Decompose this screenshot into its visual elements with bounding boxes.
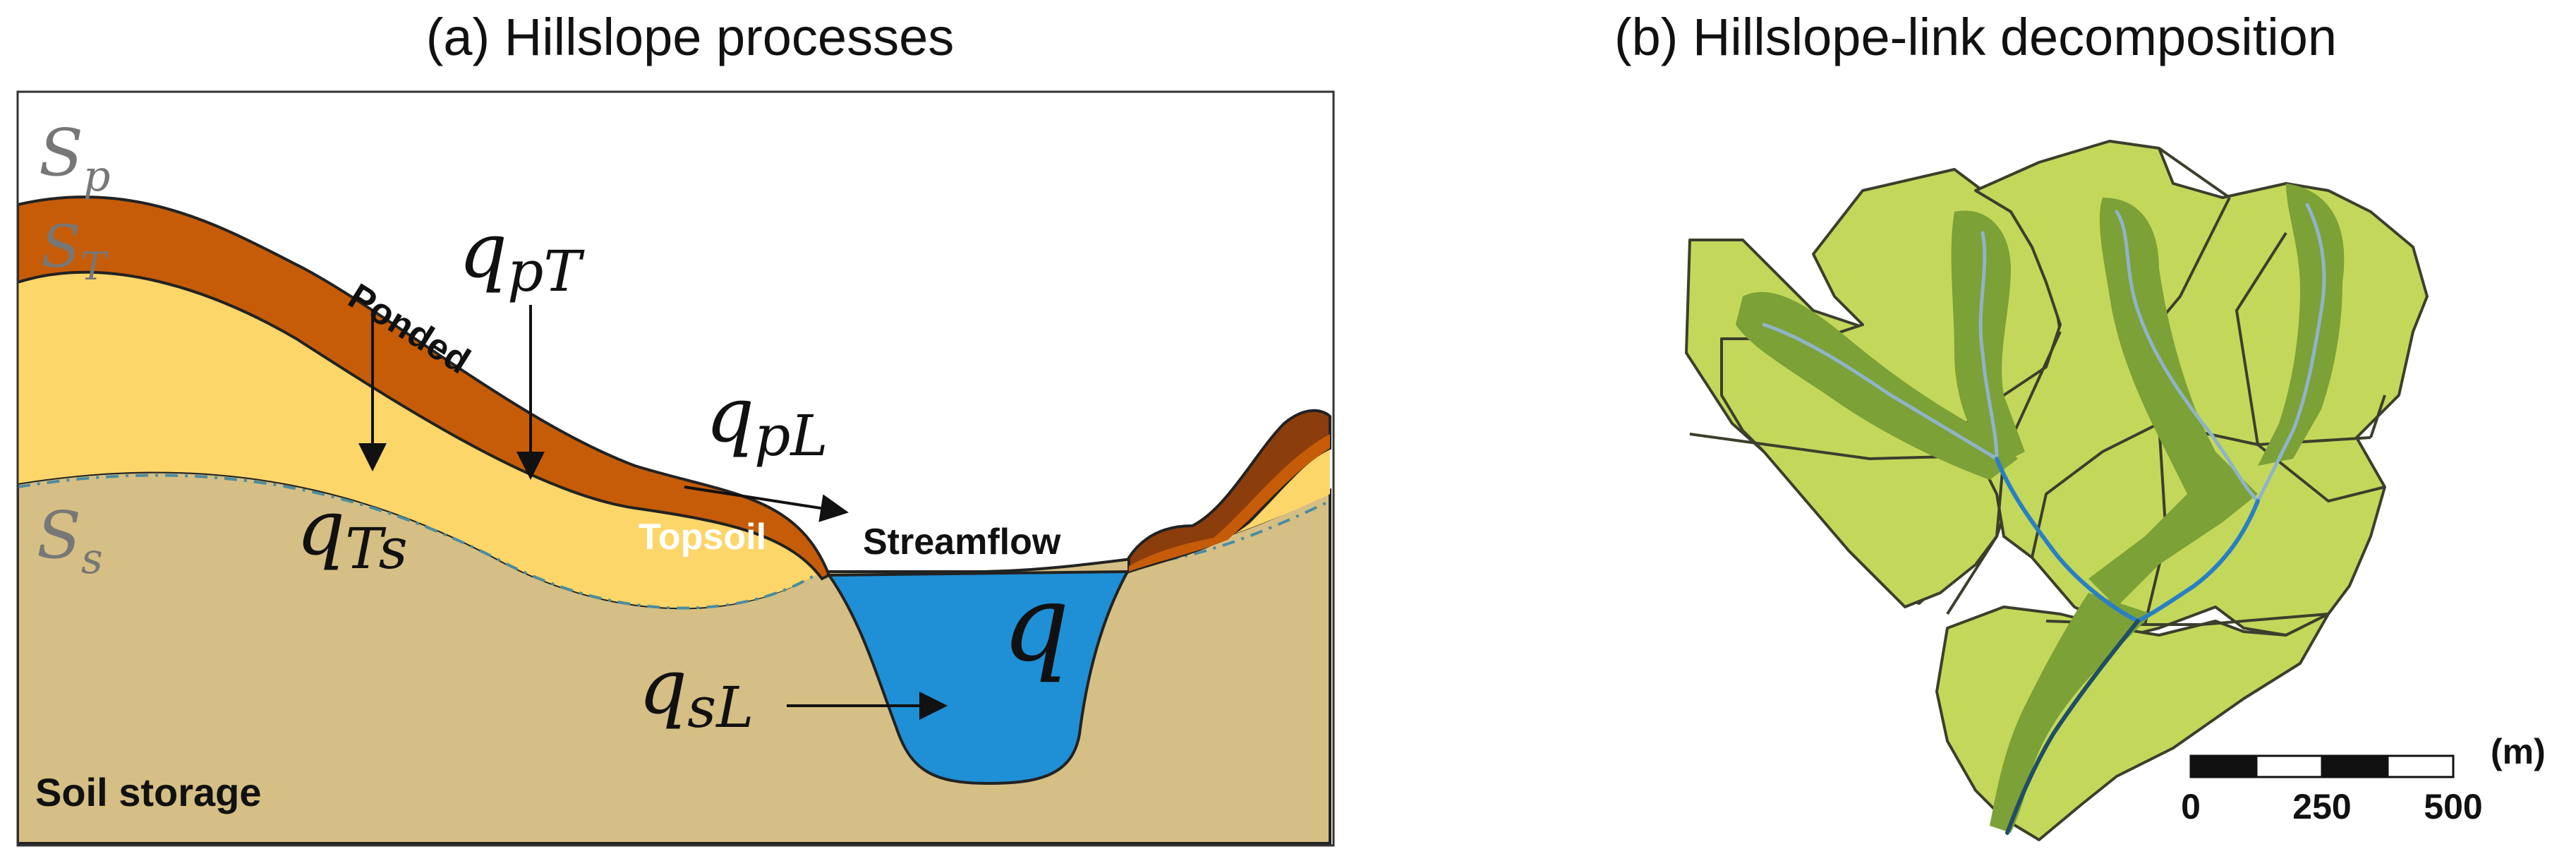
scale-segment-1 [2189, 754, 2258, 778]
stream-upper-1 [1762, 323, 1999, 461]
hillslope-cross-section [18, 195, 1331, 845]
far-bank-subsoil [1136, 438, 1330, 565]
scale-segment-3 [2321, 754, 2389, 778]
subsoil-layer [18, 272, 822, 608]
panel-a: (a) Hillslope processes Sp ST [16, 8, 1335, 847]
stream-middle-1 [1995, 457, 2140, 623]
label-s-s: Ss [37, 498, 103, 584]
water-table-line [18, 474, 1331, 610]
scale-segment-4 [2386, 754, 2455, 778]
stream-middle-2 [2136, 499, 2260, 623]
scale-tick-500: 500 [2424, 787, 2482, 826]
far-bank-topsoil-inner [1129, 434, 1330, 572]
panel-a-frame [16, 90, 1335, 847]
stream-upper-4 [2256, 203, 2326, 503]
scale-bar: 0 250 500 (m) [2181, 732, 2546, 826]
stream-outlet [2005, 619, 2140, 835]
panel-b-title: (b) Hillslope-link decomposition [1614, 8, 2337, 66]
stream-upper-2 [1978, 231, 1999, 461]
label-q-sl: qsL [639, 643, 754, 740]
stream-upper-3 [2115, 210, 2260, 503]
stream-network [1762, 203, 2326, 835]
panel-a-title: (a) Hillslope processes [426, 8, 955, 66]
scale-tick-0: 0 [2181, 787, 2201, 826]
scale-tick-250: 250 [2292, 787, 2351, 826]
label-soil-storage: Soil storage [35, 770, 262, 814]
stream-water [826, 570, 1130, 785]
riparian-zone-3 [2088, 198, 2258, 607]
hillslope-map [1685, 140, 2429, 841]
scale-segment-2 [2255, 754, 2323, 778]
label-s-p: Sp [39, 115, 110, 201]
label-q-pl: qpL [706, 371, 828, 469]
label-q: q [1002, 562, 1070, 685]
panel-b: (b) Hillslope-link decomposition [1614, 8, 2546, 841]
label-q-pt: qpT [459, 207, 585, 304]
label-s-t: ST [41, 214, 109, 289]
label-streamflow: Streamflow [863, 522, 1061, 562]
label-topsoil: Topsoil [639, 517, 766, 558]
arrow-q-pl [684, 486, 849, 522]
label-q-ts: qTs [296, 484, 408, 582]
scale-unit: (m) [2491, 732, 2546, 771]
riparian-zone-2 [1951, 210, 2025, 466]
